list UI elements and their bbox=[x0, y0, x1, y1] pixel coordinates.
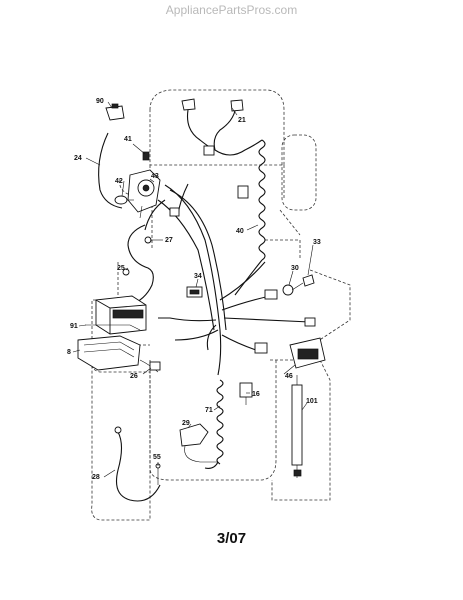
callout-41: 41 bbox=[124, 136, 132, 143]
callout-27: 27 bbox=[165, 237, 173, 244]
coiled-harness-40 bbox=[234, 139, 266, 296]
callout-33: 33 bbox=[313, 239, 321, 246]
callout-46: 46 bbox=[285, 373, 293, 380]
callout-26: 26 bbox=[130, 373, 138, 380]
callout-90: 90 bbox=[96, 98, 104, 105]
callout-28: 28 bbox=[92, 474, 100, 481]
callouts: 90 21 41 24 43 42 40 27 33 25 34 30 91 8… bbox=[67, 98, 321, 481]
callout-21: 21 bbox=[238, 117, 246, 124]
callout-25: 25 bbox=[117, 265, 125, 272]
callout-42: 42 bbox=[115, 178, 123, 185]
callout-24: 24 bbox=[74, 155, 82, 162]
chassis-outline bbox=[91, 89, 351, 521]
callout-8: 8 bbox=[67, 349, 71, 356]
callout-101: 101 bbox=[306, 398, 318, 405]
battery-cables bbox=[98, 132, 161, 502]
callout-71: 71 bbox=[205, 407, 213, 414]
coiled-cord-71 bbox=[204, 379, 224, 469]
callout-40: 40 bbox=[236, 228, 244, 235]
callout-91: 91 bbox=[70, 323, 78, 330]
components bbox=[77, 98, 326, 485]
callout-29: 29 bbox=[182, 420, 190, 427]
watermark: AppliancePartsPros.com bbox=[165, 3, 298, 17]
page-caption: 3/07 bbox=[216, 530, 247, 547]
callout-34: 34 bbox=[194, 273, 202, 280]
callout-55: 55 bbox=[153, 454, 161, 461]
leader-lines bbox=[72, 101, 314, 478]
callout-30: 30 bbox=[291, 265, 299, 272]
callout-16: 16 bbox=[252, 391, 260, 398]
callout-43: 43 bbox=[151, 173, 159, 180]
